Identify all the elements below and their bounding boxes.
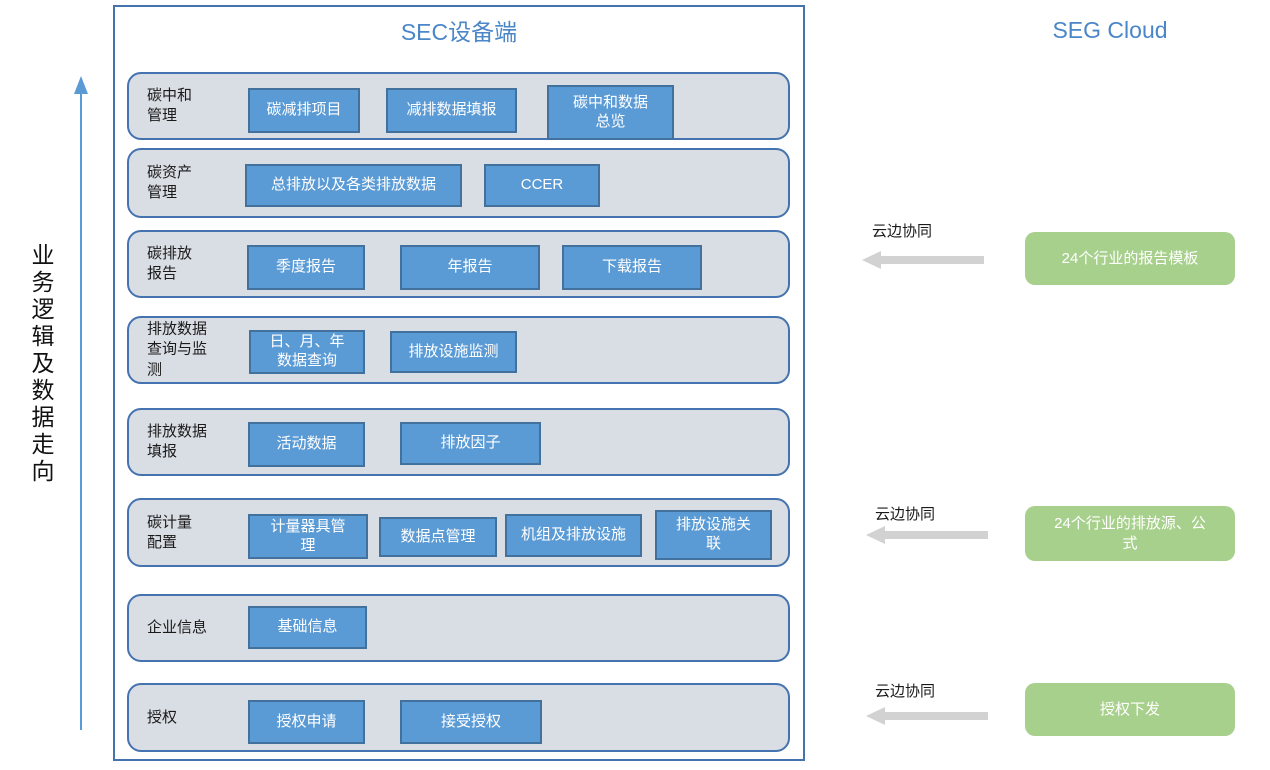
row-label: 排放数据 查询与监 测 — [147, 320, 208, 379]
row-label: 碳资产 管理 — [147, 163, 193, 201]
module-emission-facility-link: 排放设施关 联 — [655, 510, 772, 560]
upward-flow-arrow-icon — [74, 76, 88, 730]
row-label: 碳计量 配置 — [147, 513, 193, 551]
seg-cloud-title: SEG Cloud — [1052, 17, 1168, 43]
cloud-edge-sync-label: 云边协同 — [872, 223, 933, 240]
module-unit-emission-facility: 机组及排放设施 — [505, 514, 642, 557]
module-data-point-management: 数据点管理 — [379, 517, 497, 557]
module-basic-info: 基础信息 — [248, 606, 367, 649]
module-metering-device-management: 计量器具管 理 — [248, 514, 368, 559]
row-authorization: 授权 授权申请 接受授权 — [127, 683, 790, 752]
cloud-emission-sources-box: 24个行业的排放源、公 式 — [1025, 506, 1235, 561]
module-authorization-request: 授权申请 — [248, 700, 365, 744]
module-carbon-neutral-overview: 碳中和数据 总览 — [547, 85, 674, 140]
left-arrow-icon — [866, 707, 988, 725]
row-label: 碳排放 报告 — [147, 244, 193, 282]
row-label: 企业信息 — [147, 618, 208, 636]
module-carbon-reduction-project: 碳减排项目 — [248, 88, 360, 133]
row-carbon-emission-report: 碳排放 报告 季度报告 年报告 下载报告 — [127, 230, 790, 298]
row-carbon-neutral-management: 碳中和 管理 碳减排项目 减排数据填报 碳中和数据 总览 — [127, 72, 790, 140]
sec-device-panel-title: SEC设备端 — [400, 19, 518, 45]
module-annual-report: 年报告 — [400, 245, 540, 290]
row-emission-data-query-monitor: 排放数据 查询与监 测 日、月、年 数据查询 排放设施监测 — [127, 316, 790, 384]
row-label: 碳中和 管理 — [147, 86, 193, 124]
module-total-emissions-data: 总排放以及各类排放数据 — [245, 164, 462, 207]
module-emission-facility-monitor: 排放设施监测 — [390, 331, 517, 373]
row-enterprise-info: 企业信息 基础信息 — [127, 594, 790, 662]
module-quarterly-report: 季度报告 — [247, 245, 365, 290]
row-emission-data-report: 排放数据 填报 活动数据 排放因子 — [127, 408, 790, 476]
row-label: 授权 — [147, 708, 178, 726]
left-arrow-icon — [862, 251, 984, 269]
module-reduction-data-report: 减排数据填报 — [386, 88, 517, 133]
module-accept-authorization: 接受授权 — [400, 700, 542, 744]
row-label: 排放数据 填报 — [147, 422, 208, 460]
module-ccer: CCER — [484, 164, 600, 207]
cloud-edge-sync-label: 云边协同 — [875, 506, 936, 523]
cloud-authorization-issue-box: 授权下发 — [1025, 683, 1235, 736]
module-download-report: 下载报告 — [562, 245, 702, 290]
cloud-report-templates-box: 24个行业的报告模板 — [1025, 232, 1235, 285]
module-activity-data: 活动数据 — [248, 422, 365, 467]
left-arrow-icon — [866, 526, 988, 544]
cloud-edge-sync-label: 云边协同 — [875, 683, 936, 700]
module-emission-factor: 排放因子 — [400, 422, 541, 465]
row-carbon-asset-management: 碳资产 管理 总排放以及各类排放数据 CCER — [127, 148, 790, 218]
module-day-month-year-query: 日、月、年 数据查询 — [249, 330, 365, 374]
row-carbon-metering-config: 碳计量 配置 计量器具管 理 数据点管理 机组及排放设施 排放设施关 联 — [127, 498, 790, 567]
business-flow-axis-label: 业务逻辑及数据走向 — [28, 243, 54, 486]
